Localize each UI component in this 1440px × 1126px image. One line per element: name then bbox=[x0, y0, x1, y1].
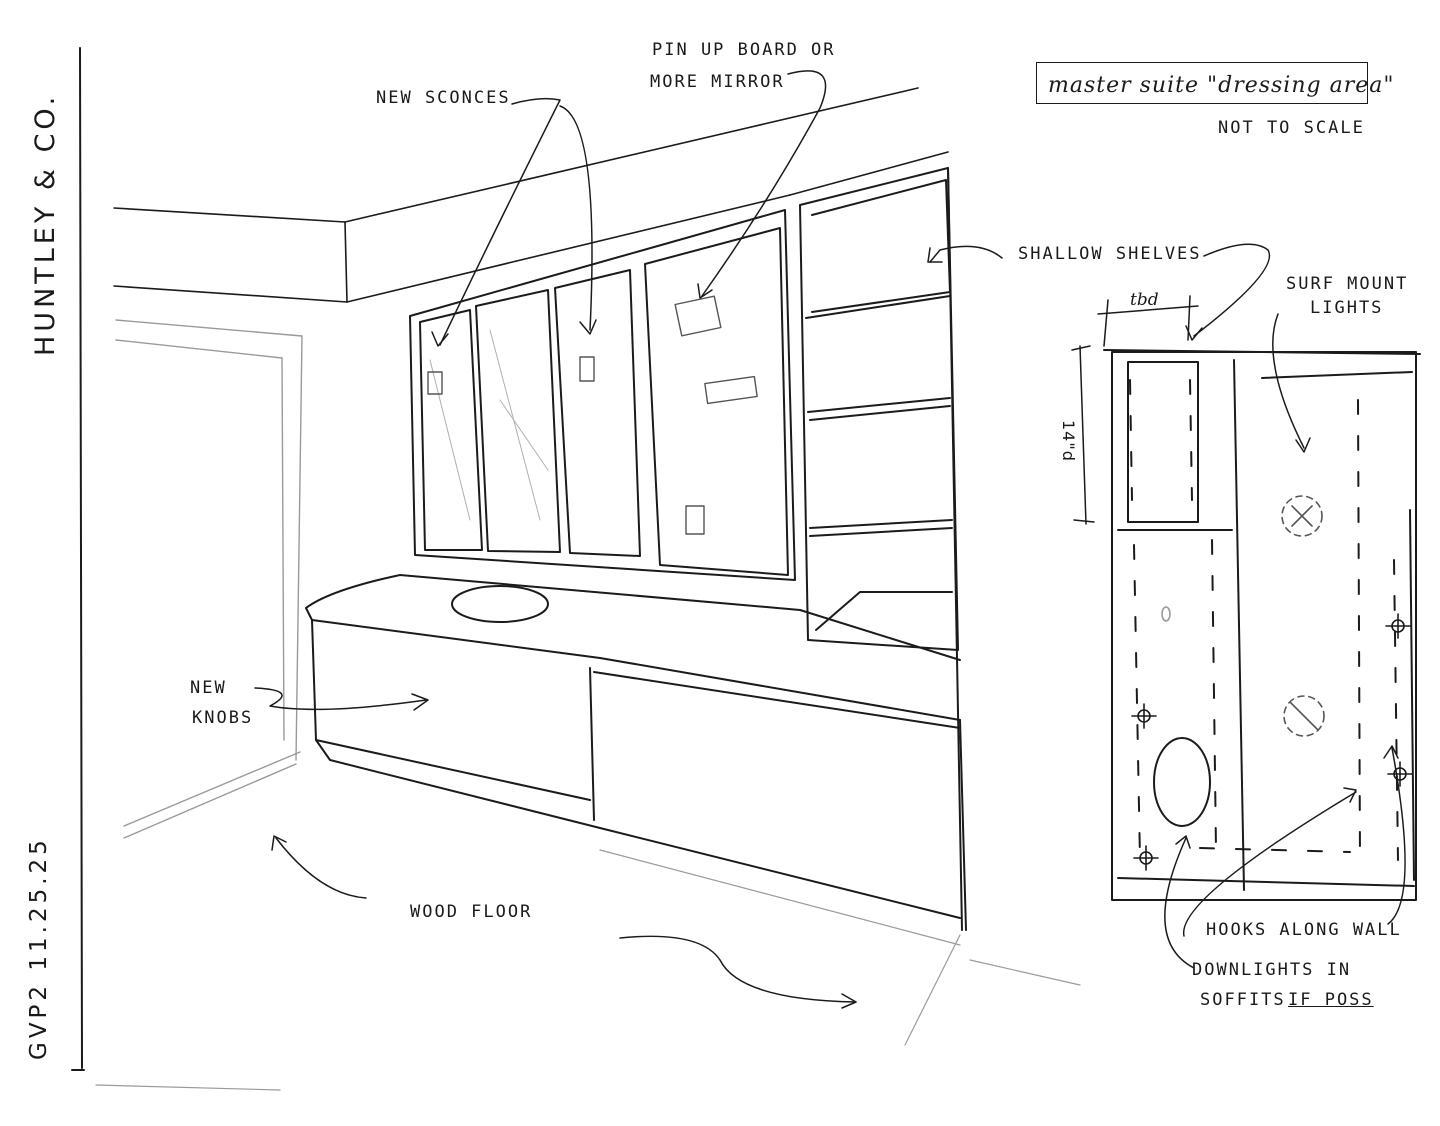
sheet-date: GVP2 11.25.25 bbox=[26, 836, 52, 1060]
margin-rule bbox=[71, 47, 85, 1071]
soffit-lines bbox=[113, 87, 949, 303]
label-knobs: KNOBS bbox=[192, 708, 254, 728]
drawing-title: master suite "dressing area" bbox=[1048, 73, 1395, 98]
label-downlights: DOWNLIGHTS IN bbox=[1192, 960, 1352, 980]
label-soffits: SOFFITS bbox=[1200, 990, 1286, 1010]
label-hooks: HOOKS ALONG WALL bbox=[1206, 920, 1402, 940]
dimension-tbd: tbd bbox=[1130, 290, 1159, 310]
floor-lines bbox=[95, 849, 1081, 1091]
mirror-reflections bbox=[429, 329, 549, 521]
label-pinup-2: MORE MIRROR bbox=[650, 72, 785, 92]
label-wood-floor: WOOD FLOOR bbox=[410, 902, 533, 922]
label-surf-mount: SURF MOUNT bbox=[1286, 274, 1409, 294]
sconce-marks bbox=[427, 295, 758, 535]
plan-dashed-soffit bbox=[1129, 379, 1399, 861]
mirror-panels bbox=[409, 209, 796, 581]
plan-dimensions bbox=[1071, 295, 1199, 525]
label-lights: LIGHTS bbox=[1310, 298, 1384, 318]
plan-leaders bbox=[1164, 243, 1406, 969]
surf-mount-lights bbox=[1281, 495, 1325, 737]
plan-view bbox=[1103, 349, 1421, 901]
plan-downlights bbox=[1131, 606, 1413, 871]
label-if-poss: IF POSS bbox=[1288, 990, 1374, 1010]
shelf-unit bbox=[799, 167, 963, 931]
label-pinup-1: PIN UP BOARD OR bbox=[652, 40, 836, 60]
vanity bbox=[305, 574, 967, 931]
label-new: NEW bbox=[190, 678, 227, 698]
dimension-depth: 14"d bbox=[1059, 420, 1078, 462]
label-shallow-shelves: SHALLOW SHELVES bbox=[1018, 244, 1202, 264]
doorway bbox=[115, 319, 303, 839]
scale-note: NOT TO SCALE bbox=[1218, 118, 1365, 138]
leader-arrows bbox=[254, 70, 1003, 1009]
label-new-sconces: NEW SCONCES bbox=[376, 88, 511, 108]
brand-name: HUNTLEY & CO. bbox=[30, 92, 61, 356]
title-box bbox=[1036, 62, 1368, 104]
